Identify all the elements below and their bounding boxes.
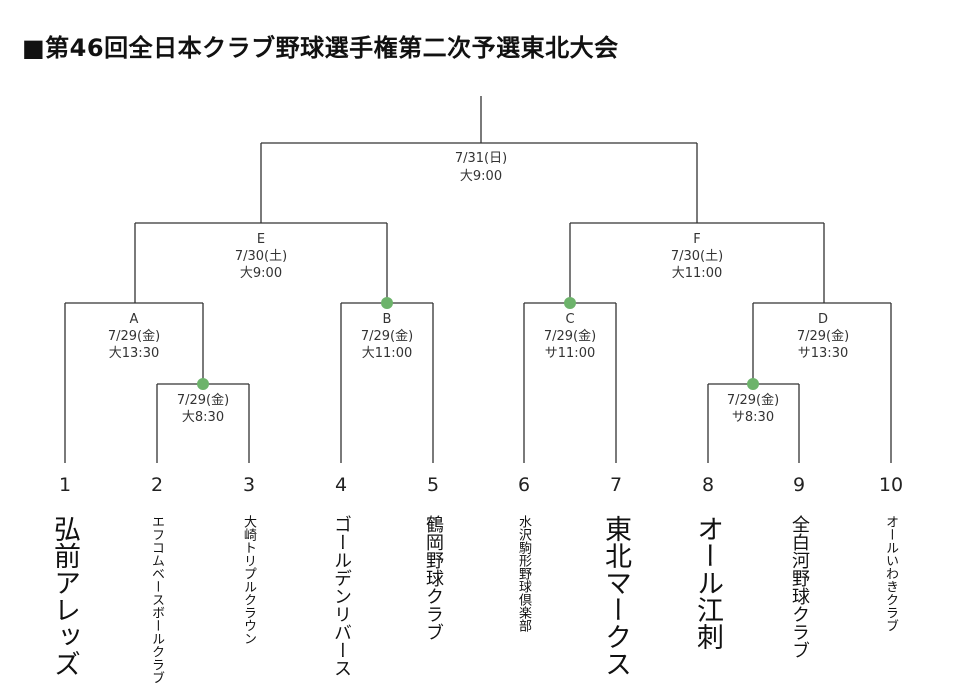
game-a-line xyxy=(64,302,204,463)
game-d-code: D xyxy=(818,312,828,327)
game-e-date: 7/30(土) xyxy=(235,249,287,264)
seed-number: 8 xyxy=(702,474,714,496)
game-c-time: サ11:00 xyxy=(545,346,595,361)
team-name: ゴールデンリバース xyxy=(331,515,352,677)
game-c-line xyxy=(523,302,617,463)
team-name: オールいわきクラブ xyxy=(883,515,898,632)
team-name: 大崎トリプルクラウン xyxy=(241,515,256,645)
game-f-line xyxy=(569,222,825,303)
game-f-code: F xyxy=(693,232,700,247)
seed-number: 4 xyxy=(335,474,347,496)
game-c-date: 7/29(金) xyxy=(544,328,596,344)
seed-number: 2 xyxy=(151,474,163,496)
seed-number: 3 xyxy=(243,474,255,496)
seed-number: 6 xyxy=(518,474,530,496)
seed-number: 5 xyxy=(427,474,439,496)
final-time: 大9:00 xyxy=(460,169,502,184)
game-8-9-time: サ8:30 xyxy=(732,410,774,425)
team-name: オール江刺 xyxy=(692,515,723,650)
team-name: 全白河野球クラブ xyxy=(789,515,810,659)
game-f-time: 大11:00 xyxy=(672,266,722,281)
team-name: 弘前アレッズ xyxy=(49,515,80,677)
game-2-3-date: 7/29(金) xyxy=(177,392,229,408)
winner-dot-8-9 xyxy=(747,378,759,390)
game-e-code: E xyxy=(257,232,265,247)
seed-number: 7 xyxy=(610,474,622,496)
team-name: エフコムベースボールクラブ xyxy=(149,515,164,684)
final-date: 7/31(日) xyxy=(455,151,507,166)
final-line xyxy=(260,96,698,223)
game-f-date: 7/30(土) xyxy=(671,249,723,264)
page-title: ■第46回全日本クラブ野球選手権第二次予選東北大会 xyxy=(22,34,619,62)
game-e-time: 大9:00 xyxy=(240,266,282,281)
game-d-line xyxy=(752,302,892,463)
game-b-code: B xyxy=(383,312,392,327)
game-a-time: 大13:30 xyxy=(109,346,159,361)
game-d-time: サ13:30 xyxy=(798,346,848,361)
team-name: 鶴岡野球クラブ xyxy=(423,515,444,641)
game-d-date: 7/29(金) xyxy=(797,328,849,344)
game-c-code: C xyxy=(565,312,574,327)
team-name: 東北マークス xyxy=(600,515,631,677)
seed-number: 9 xyxy=(793,474,805,496)
game-a-date: 7/29(金) xyxy=(108,328,160,344)
game-b-line xyxy=(340,302,434,463)
game-b-date: 7/29(金) xyxy=(361,328,413,344)
team-name: 水沢駒形野球倶楽部 xyxy=(516,515,531,632)
winner-dot-2-3 xyxy=(197,378,209,390)
winner-dot-c xyxy=(564,297,576,309)
game-8-9-date: 7/29(金) xyxy=(727,392,779,408)
game-a-code: A xyxy=(130,312,139,327)
seed-number: 10 xyxy=(879,474,903,496)
game-2-3-time: 大8:30 xyxy=(182,410,224,425)
winner-dot-b xyxy=(381,297,393,309)
game-b-time: 大11:00 xyxy=(362,346,412,361)
game-e-line xyxy=(134,222,388,303)
seed-number: 1 xyxy=(59,474,71,496)
